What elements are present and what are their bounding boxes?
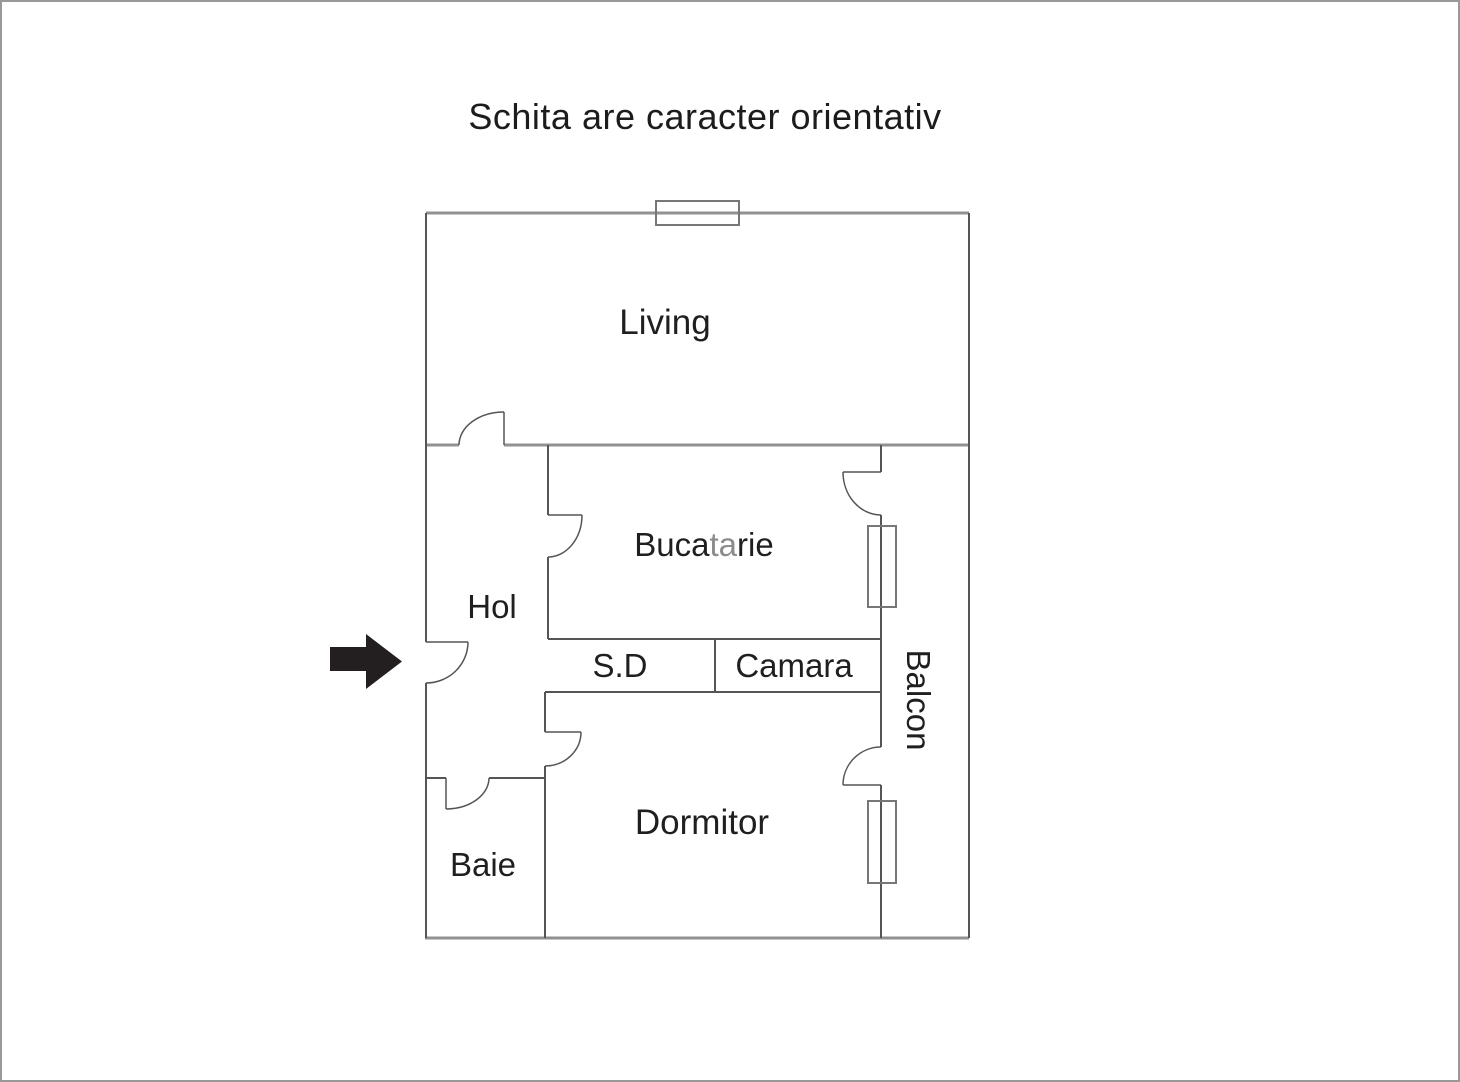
- room-label-dormitor: Dormitor: [634, 803, 770, 842]
- room-label-bucatarie-part2: ta: [709, 526, 738, 563]
- walls-major: [425, 211, 969, 940]
- room-label-bucatarie: Bucatarie: [634, 526, 773, 564]
- room-label-bucatarie-part1: Buca: [634, 526, 710, 563]
- room-label-sd: S.D: [592, 647, 648, 684]
- door-bucatarie-arc: [547, 514, 583, 558]
- door-balcon-upper-arc: [842, 471, 882, 516]
- room-label-hol: Hol: [467, 588, 517, 625]
- door-living-arc: [458, 411, 505, 446]
- window-dormitor-icon: [867, 800, 897, 884]
- room-label-camara: Camara: [735, 647, 853, 684]
- room-label-living: Living: [619, 303, 711, 342]
- windows: [655, 200, 897, 884]
- window-bucatarie-icon: [867, 525, 897, 608]
- room-label-bucatarie-part3: rie: [737, 526, 774, 563]
- entrance-arrow-icon: [330, 634, 402, 689]
- doors: [425, 411, 882, 810]
- door-baie-arc: [445, 777, 490, 810]
- door-dormitor-arc: [544, 731, 582, 767]
- walls: [425, 213, 970, 938]
- door-entrance-arc: [425, 641, 469, 684]
- door-balcon-lower-arc: [842, 746, 882, 786]
- room-label-balcon: Balcon: [900, 649, 937, 751]
- room-label-baie: Baie: [449, 846, 517, 883]
- page-title: Schita are caracter orientativ: [468, 96, 942, 137]
- window-living-icon: [655, 200, 740, 226]
